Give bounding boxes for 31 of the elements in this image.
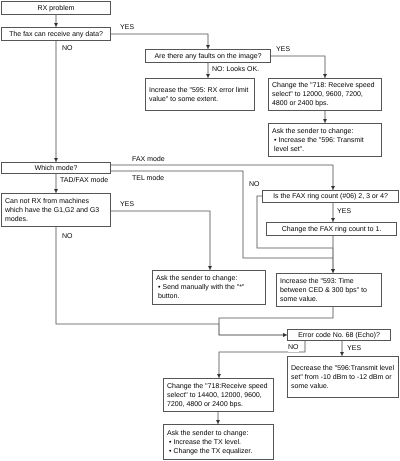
arrow xyxy=(323,110,327,124)
flowchart-box xyxy=(1,27,111,41)
arrow xyxy=(206,62,210,78)
flowchart-box xyxy=(268,78,382,111)
flowchart-box xyxy=(262,190,399,203)
arrow xyxy=(270,56,327,78)
arrow xyxy=(216,412,220,424)
arrow xyxy=(110,34,210,50)
flowchart-box xyxy=(287,329,391,341)
arrow xyxy=(54,40,58,162)
arrow xyxy=(340,340,344,356)
arrow xyxy=(331,202,335,222)
flowchart-box xyxy=(287,356,399,398)
arrow xyxy=(218,306,334,337)
flowchart-box xyxy=(276,273,382,307)
flowchart-box xyxy=(1,162,111,174)
flowchart-box xyxy=(163,378,274,412)
arrow xyxy=(110,164,335,190)
flowchart-box xyxy=(268,123,382,157)
arrow xyxy=(54,14,58,28)
flowchart-box xyxy=(266,222,397,236)
arrow xyxy=(217,340,306,378)
flowchart-box xyxy=(145,49,271,63)
flowchart-box xyxy=(145,78,255,111)
flowchart-box xyxy=(163,424,274,460)
arrow xyxy=(331,236,335,274)
arrow xyxy=(110,210,212,270)
flowchart-box xyxy=(1,1,111,15)
arrow xyxy=(54,174,58,194)
flowchart-box xyxy=(152,270,266,305)
flowchart-box xyxy=(1,193,111,227)
